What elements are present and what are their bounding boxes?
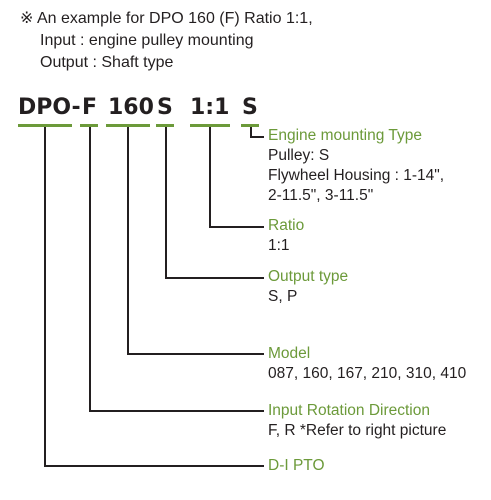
label-output-type: Output type S, P [268,267,348,307]
underline-dpo [18,124,72,127]
connector-output-vertical [165,127,167,278]
label-title: D-I PTO [268,457,325,474]
intro-text: ※ An example for DPO 160 (F) Ratio 1:1, … [20,8,313,74]
connector-direction-horizontal [89,410,264,412]
connector-ratio-vertical [209,127,211,227]
code-part-dpo: DPO- [18,95,81,120]
label-d-i-pto: D-I PTO [268,456,325,476]
connector-ratio-horizontal [209,226,264,228]
code-part-direction: F [82,95,98,120]
intro-line-3: Output : Shaft type [40,54,174,71]
underline-model [106,124,150,127]
code-part-ratio: 1:1 [190,95,230,120]
label-title: Output type [268,268,349,285]
label-title: Input Rotation Direction [268,402,430,419]
underline-mounting [241,124,259,127]
code-part-mounting: S [242,95,258,120]
label-desc: 2-11.5", 3-11.5" [268,187,374,204]
underline-direction [80,124,98,127]
label-ratio: Ratio 1:1 [268,216,304,256]
underline-output [156,124,174,127]
label-input-rotation-direction: Input Rotation Direction F, R *Refer to … [268,401,446,441]
label-desc: Pulley: S [268,147,330,164]
connector-dpo-vertical [44,127,46,466]
connector-direction-vertical [89,127,91,411]
connector-output-horizontal [165,277,264,279]
code-part-output: S [157,95,173,120]
label-desc: 087, 160, 167, 210, 310, 410 [268,365,467,382]
label-title: Ratio [268,217,305,234]
intro-line-2: Input : engine pulley mounting [40,32,254,49]
label-desc: F, R *Refer to right picture [268,422,447,439]
label-desc: Flywheel Housing : 1-14", [268,167,445,184]
connector-model-vertical [127,127,129,354]
connector-model-horizontal [127,353,264,355]
label-title: Engine mounting Type [268,127,422,144]
connector-mounting-horizontal [250,136,264,138]
underline-ratio [190,124,230,127]
connector-dpo-horizontal [44,465,264,467]
label-title: Model [268,345,311,362]
intro-line-1: ※ An example for DPO 160 (F) Ratio 1:1, [20,10,313,27]
label-desc: S, P [268,288,298,305]
code-part-model: 160 [108,95,154,120]
label-model: Model 087, 160, 167, 210, 310, 410 [268,344,466,384]
label-engine-mounting-type: Engine mounting Type Pulley: S Flywheel … [268,126,444,206]
label-desc: 1:1 [268,237,290,254]
connector-mounting-vertical [250,127,252,137]
